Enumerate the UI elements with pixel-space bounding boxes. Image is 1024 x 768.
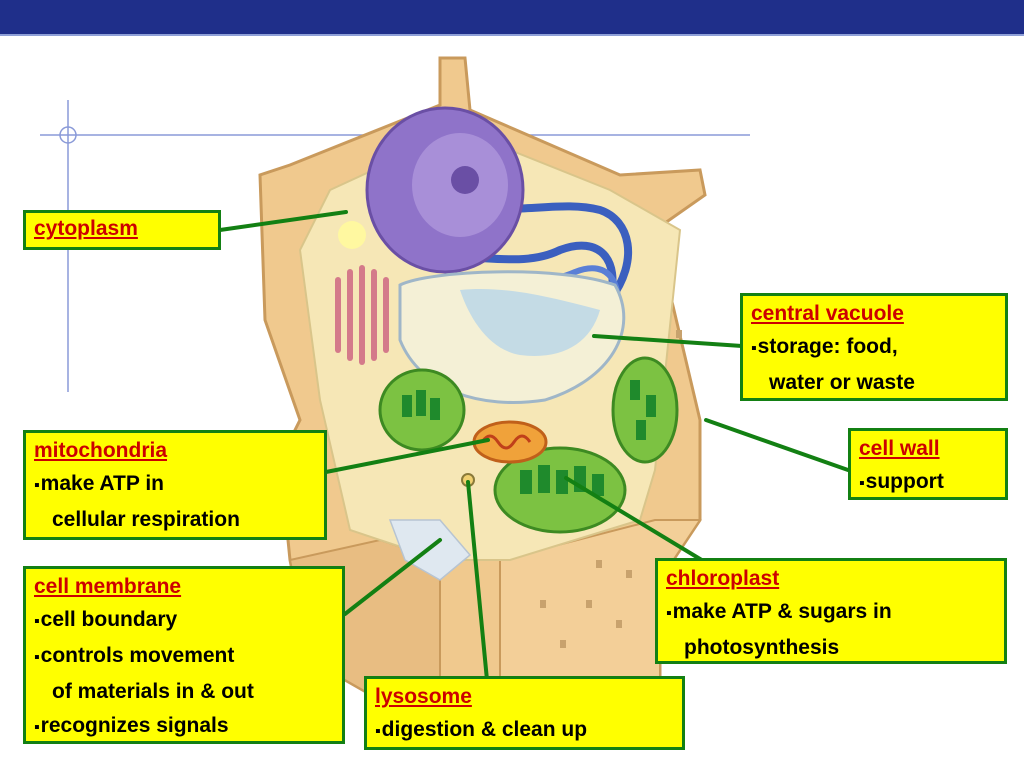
pit <box>676 330 682 338</box>
nucleolus <box>451 166 479 194</box>
label-title: lysosome <box>375 685 472 708</box>
label-line: photosynthesis <box>684 636 840 659</box>
label-line: make ATP & sugars in <box>666 595 996 631</box>
pit <box>586 600 592 608</box>
label-line: cellular respiration <box>52 508 240 531</box>
label-lysosome: lysosome digestion & clean up <box>364 676 685 750</box>
cristae <box>480 434 532 450</box>
guide-crosshair <box>59 126 77 144</box>
label-title: chloroplast <box>666 567 780 590</box>
label-title: mitochondria <box>34 439 168 462</box>
label-line: make ATP in <box>34 467 316 503</box>
lysosome <box>461 473 475 487</box>
label-mitochondria: mitochondria make ATP in cellular respir… <box>23 430 327 540</box>
golgi-apparatus <box>335 265 389 365</box>
label-cytoplasm: cytoplasm <box>23 210 221 250</box>
label-line: support <box>859 465 997 501</box>
label-line: digestion & clean up <box>375 713 674 749</box>
label-central-vacuole: central vacuole storage: food, water or … <box>740 293 1008 401</box>
pit <box>616 620 622 628</box>
label-cell-membrane: cell membrane cell boundary controls mov… <box>23 566 345 744</box>
label-title: cytoplasm <box>34 217 138 240</box>
label-line: cell boundary <box>34 603 334 639</box>
label-line: storage: food, <box>751 330 997 366</box>
label-title: central vacuole <box>751 302 904 325</box>
label-chloroplast: chloroplast make ATP & sugars in photosy… <box>655 558 1007 664</box>
label-title: cell wall <box>859 437 940 460</box>
label-cell-wall: cell wall support <box>848 428 1008 500</box>
pit <box>596 560 602 568</box>
label-line: water or waste <box>769 371 915 394</box>
title-bar-stripe <box>0 34 1024 36</box>
chloroplasts <box>378 356 679 534</box>
title-bar <box>0 0 1024 36</box>
pit <box>560 640 566 648</box>
chloroplast-right <box>611 356 679 464</box>
pit <box>540 600 546 608</box>
label-line: of materials in & out <box>52 680 254 703</box>
vacuole-shade <box>460 289 600 356</box>
label-line: recognizes signals <box>34 709 334 745</box>
label-line: controls movement <box>34 639 334 675</box>
label-title: cell membrane <box>34 575 182 598</box>
light-spot <box>338 221 366 249</box>
mitochondrion <box>472 420 548 464</box>
pit <box>626 570 632 578</box>
